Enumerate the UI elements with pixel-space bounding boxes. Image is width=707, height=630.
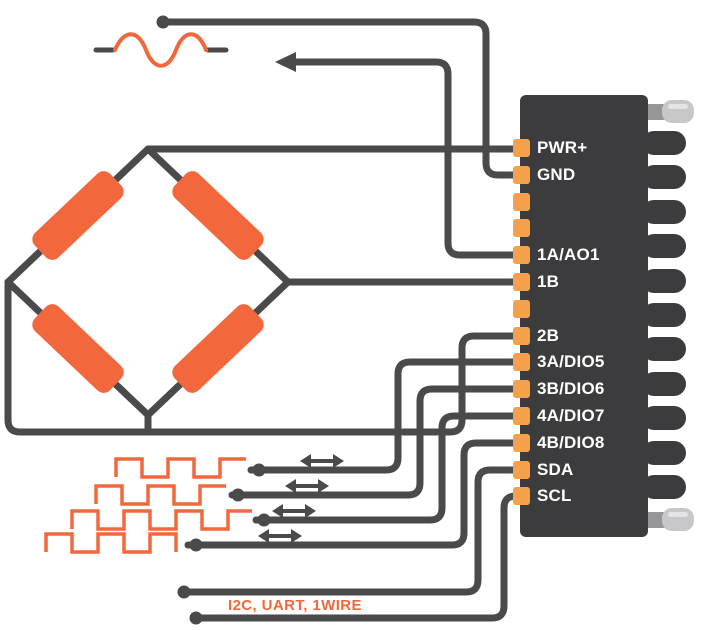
pin-label-pwr: PWR+ (537, 138, 588, 157)
bus-label: I2C, UART, 1WIRE (228, 597, 362, 614)
bridge-arm-se (172, 304, 264, 393)
bridge-arm-nw (32, 171, 124, 260)
pin-label-scl: SCL (537, 486, 572, 505)
sine-wave-source (93, 32, 229, 68)
terminal-dot-pwm4 (189, 538, 203, 552)
connector-body (520, 95, 648, 537)
pin-label-1a-ao1: 1A/AO1 (537, 245, 600, 264)
wire-bus-to-sda (180, 466, 521, 596)
connector-fin (642, 165, 686, 189)
pin-label-4b-dio8: 4B/DIO8 (537, 433, 605, 452)
wire-pwm1-to-dio5 (247, 358, 521, 474)
wire-source-to-gnd (159, 18, 521, 179)
terminal-dot-pwm2 (231, 488, 245, 502)
terminal-dot-pwm1 (252, 463, 266, 477)
pin-label-1b: 1B (537, 272, 560, 291)
wheatstone-bridge (4, 145, 292, 419)
terminal-pad-3a (513, 353, 530, 371)
square-wave-3-icon (70, 509, 252, 531)
bridge-outline (4, 145, 292, 419)
left-arrow-icon (275, 52, 296, 72)
terminal-dot-bus2 (189, 611, 203, 625)
bidirectional-arrow-icon-1 (300, 454, 344, 468)
pin-label-3b-dio6: 3B/DIO6 (537, 379, 605, 398)
bidirectional-arrow-icon-4 (258, 529, 302, 543)
sine-wave-icon (113, 32, 208, 68)
bidirectional-arrow-icon-2 (285, 479, 329, 493)
pin-label-sda: SDA (537, 460, 574, 479)
connector-fin (642, 269, 686, 293)
terminal-pad-2b (513, 327, 530, 345)
bidirectional-arrows (258, 454, 344, 543)
pin-label-gnd: GND (537, 165, 576, 184)
wire-bus-to-scl (192, 492, 521, 622)
terminal-dot-bus1 (177, 585, 191, 599)
connector-fin (642, 303, 686, 327)
terminal-pad-scl (513, 487, 530, 505)
connector-fin (642, 475, 686, 499)
terminal-pad-gnd (513, 166, 530, 184)
pin-label-3a-dio5: 3A/DIO5 (537, 352, 605, 371)
terminal-pad-3b (513, 380, 530, 398)
terminal-pad-6 (513, 300, 530, 318)
connector-fin (642, 131, 686, 155)
screw-pin-bottom (644, 508, 694, 531)
terminal-pad-4a (513, 407, 530, 425)
pin-label-4a-dio7: 4A/DIO7 (537, 406, 605, 425)
bridge-arm-ne (172, 171, 264, 260)
terminal-pad-sda (513, 461, 530, 479)
connector-fin (642, 441, 686, 465)
wire-pwm4-to-dio8 (184, 439, 521, 549)
terminal-pad-1b (513, 273, 530, 291)
wire-ao1 (289, 58, 521, 259)
connector-fin (642, 200, 686, 224)
terminal-dot-source (156, 15, 170, 29)
connector-fin (642, 406, 686, 430)
wire-bridge-left-to-2b (4, 278, 521, 436)
terminal-connector (513, 95, 694, 537)
bridge-arm-sw (32, 304, 124, 393)
pin-label-2b: 2B (537, 326, 560, 345)
wire-pwm2-to-dio6 (228, 385, 521, 499)
terminal-pad-3 (513, 219, 530, 237)
terminal-pad-pwr (513, 139, 530, 157)
terminal-pad-2 (513, 193, 530, 211)
screw-pin-top (644, 100, 694, 123)
connector-fin (642, 372, 686, 396)
terminal-pad-4b (513, 434, 530, 452)
bidirectional-arrow-icon-3 (272, 504, 316, 518)
wire-pwm3-to-dio7 (252, 412, 521, 524)
terminal-dot-pwm3 (257, 513, 271, 527)
connector-fin (642, 234, 686, 258)
square-wave-4-icon (44, 532, 178, 554)
terminal-pad-1a (513, 246, 530, 264)
connector-fin (642, 337, 686, 361)
square-wave-1-icon (114, 457, 246, 479)
square-wave-2-icon (94, 484, 226, 506)
